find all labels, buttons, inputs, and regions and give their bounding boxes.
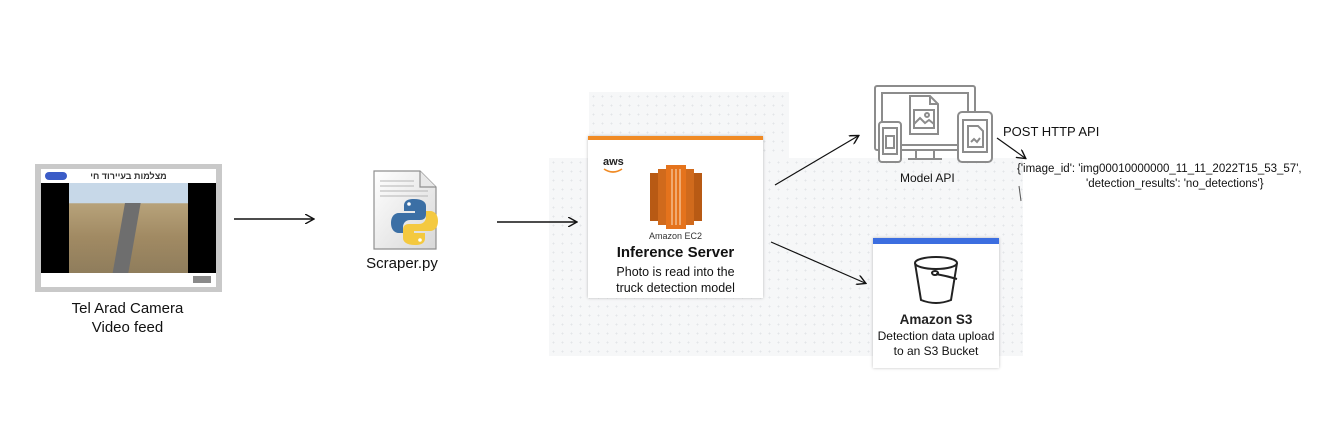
camera-feed-thumbnail: מצלמות בעיירוד חי (35, 164, 222, 292)
s3-bucket-icon (914, 256, 958, 304)
aws-smile-icon (603, 168, 623, 173)
inference-desc-line1: Photo is read into the (616, 265, 735, 279)
ec2-service-label: Amazon EC2 (648, 231, 703, 241)
camera-left-bar (41, 183, 69, 273)
camera-caption: Tel Arad Camera Video feed (45, 299, 210, 337)
arrow-model-api-to-response (996, 137, 1025, 158)
ec2-icon (650, 165, 702, 229)
inference-server-description: Photo is read into the truck detection m… (598, 264, 753, 296)
camera-button (193, 276, 211, 283)
camera-badge (45, 172, 67, 180)
s3-description: Detection data upload to an S3 Bucket (875, 329, 997, 359)
inference-desc-line2: truck detection model (616, 281, 735, 295)
s3-card: Amazon S3 Detection data upload to an S3… (873, 238, 999, 368)
api-response-line1: {'image_id': 'img00010000000_11_11_2022T… (1017, 163, 1302, 175)
response-bracket (1018, 185, 1022, 202)
s3-desc-line1: Detection data upload (877, 329, 995, 343)
s3-title: Amazon S3 (899, 312, 973, 327)
python-file-icon (373, 170, 438, 250)
api-response-line2: 'detection_results': 'no_detections'} (1086, 178, 1264, 190)
camera-caption-line2: Video feed (91, 319, 164, 336)
aws-logo: aws (603, 156, 624, 168)
devices-icon (874, 85, 993, 163)
arrow-ec2-to-model-api (774, 136, 858, 186)
camera-overlay-title: מצלמות בעיירוד חי (90, 171, 167, 181)
camera-caption-line1: Tel Arad Camera (71, 300, 184, 317)
camera-road (109, 203, 149, 273)
inference-server-card: aws Amazon EC2 Inference Server Photo is… (588, 136, 763, 298)
scraper-label: Scraper.py (366, 255, 438, 272)
inference-server-title: Inference Server (616, 244, 735, 261)
s3-desc-line2: to an S3 Bucket (893, 344, 979, 358)
model-api-label: Model API (900, 171, 955, 185)
camera-scene (69, 183, 188, 273)
post-http-api-label: POST HTTP API (1003, 124, 1100, 139)
arrow-ec2-to-s3 (770, 241, 865, 283)
camera-right-bar (188, 183, 216, 273)
